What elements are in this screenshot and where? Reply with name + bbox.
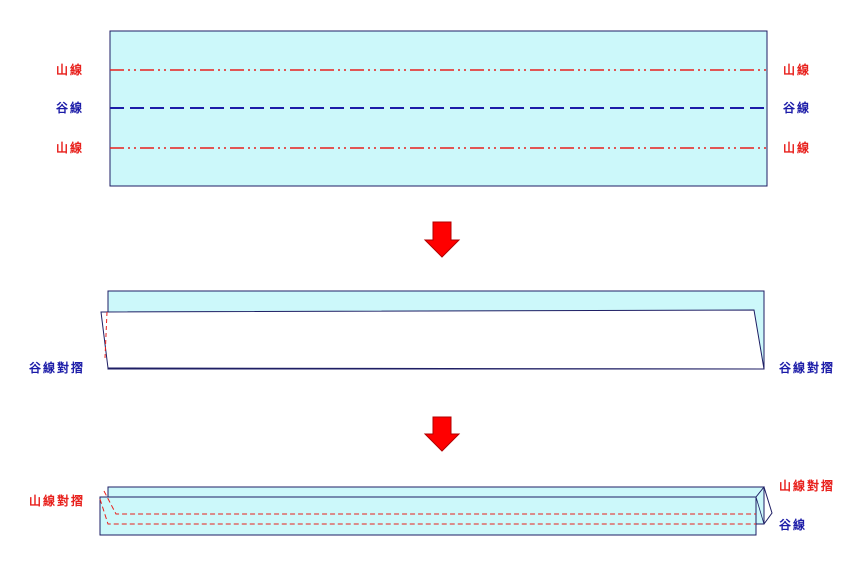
down-arrow-icon [423, 221, 461, 258]
step1-right-label-mountain-top: 山線 [783, 63, 812, 77]
step1-left-label-mountain-bottom: 山線 [56, 141, 85, 155]
step3-hidden-edge-bottom [99, 498, 756, 525]
step3-right-inner-edge [755, 496, 765, 525]
step3-hidden-edge-top [103, 490, 756, 515]
step3-front-layer [99, 496, 757, 536]
step2-hidden-edge [104, 311, 108, 359]
step2-front-flap [100, 309, 765, 370]
down-arrow-icon [423, 416, 461, 452]
step3-right-top-label: 山線對摺 [779, 479, 836, 493]
step3-right-fold-edge [755, 485, 773, 525]
step3-left-label: 山線對摺 [29, 494, 86, 508]
step1-right-label-mountain-bottom: 山線 [783, 141, 812, 155]
step2-right-label: 谷線對摺 [779, 361, 836, 375]
step2-left-label: 谷線對摺 [29, 361, 86, 375]
step1-left-label-valley: 谷線 [56, 101, 85, 115]
step1-left-label-mountain-top: 山線 [56, 63, 85, 77]
step1-right-label-valley: 谷線 [783, 101, 812, 115]
step3-right-bottom-label: 谷線 [779, 518, 808, 532]
